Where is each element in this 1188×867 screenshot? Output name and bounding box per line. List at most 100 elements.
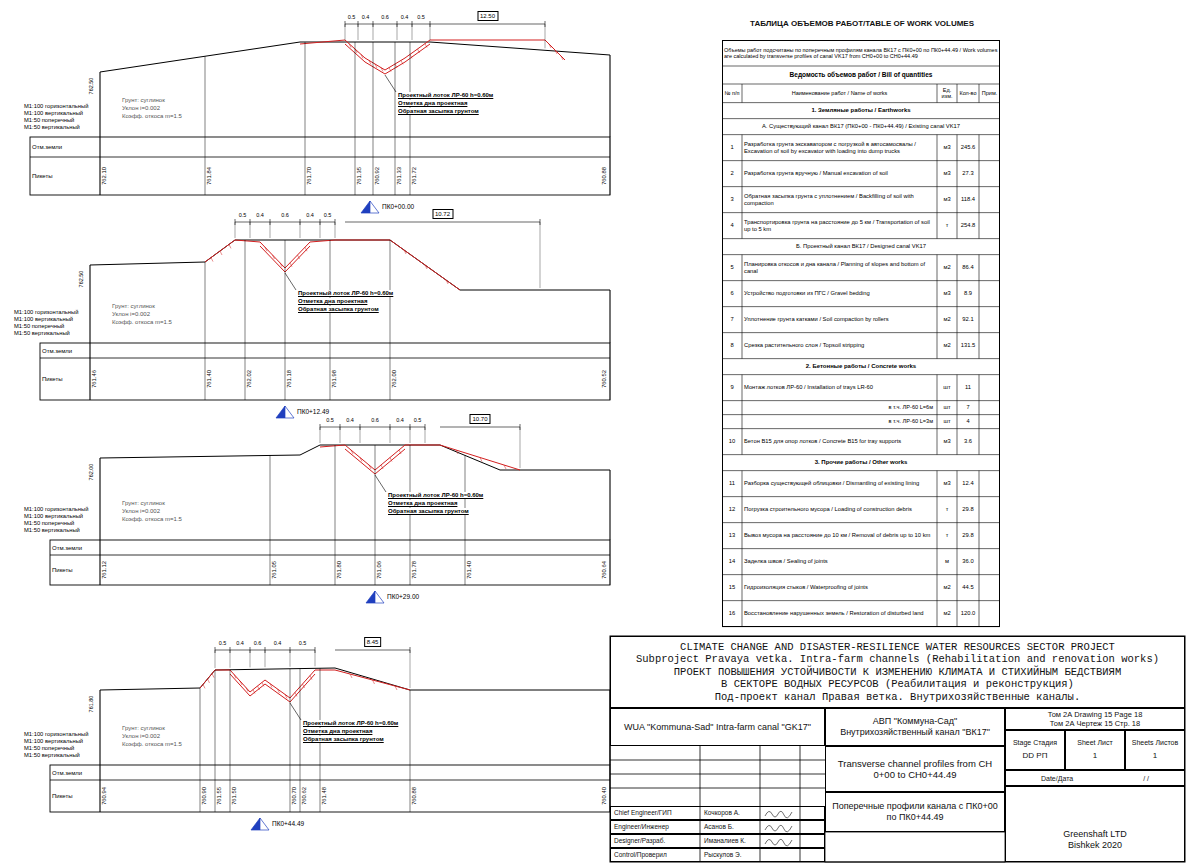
dimension-extension bbox=[215, 650, 216, 668]
table-line bbox=[742, 429, 743, 455]
design-channel-line bbox=[230, 674, 315, 702]
item-number: 4 bbox=[723, 222, 741, 229]
station-value: 761.55 bbox=[217, 787, 223, 805]
item-number: 1 bbox=[723, 144, 741, 151]
cell-value: 1 bbox=[1153, 751, 1157, 761]
table-line bbox=[957, 575, 958, 601]
table-line bbox=[957, 161, 958, 187]
dimension-value: 0.4 bbox=[256, 213, 264, 219]
table-line bbox=[722, 374, 1000, 375]
soil-note: Коэфф. откоса m=1.5 bbox=[112, 319, 172, 326]
station-line bbox=[610, 470, 611, 540]
dimension-extension bbox=[520, 427, 521, 468]
item-name: Планировка откосов и дна канала / Planni… bbox=[744, 261, 935, 274]
dimension-box: 10.70 bbox=[469, 414, 490, 424]
lining-hatch bbox=[295, 692, 297, 696]
table-line bbox=[979, 601, 980, 627]
profile-border bbox=[100, 72, 101, 137]
design-channel-line bbox=[200, 670, 410, 698]
design-channel-line bbox=[345, 44, 430, 74]
station-line bbox=[90, 343, 91, 400]
station-value: 760.62 bbox=[302, 787, 308, 805]
item-quantity: 118.4 bbox=[958, 196, 978, 203]
item-quantity: 131.5 bbox=[958, 342, 978, 349]
item-quantity: 4 bbox=[958, 418, 978, 424]
lining-hatch bbox=[425, 44, 427, 48]
section-label: ПК0+12.49 bbox=[297, 408, 329, 415]
station-line bbox=[390, 343, 391, 400]
table-line bbox=[937, 429, 938, 455]
table-line bbox=[722, 522, 1000, 523]
lining-hatch bbox=[265, 247, 267, 251]
station-line bbox=[335, 540, 336, 585]
profile-data-table bbox=[50, 780, 610, 781]
item-number: 15 bbox=[723, 584, 741, 591]
signature-row: Designer/Разраб.Иманалиев К. bbox=[610, 834, 825, 848]
profile-data-table bbox=[100, 765, 101, 812]
row-header: Отм.земли bbox=[52, 769, 82, 776]
section-marker bbox=[251, 818, 260, 830]
station-line bbox=[215, 765, 216, 812]
station-line bbox=[610, 540, 611, 585]
sheets-cell: Sheets Листов1 bbox=[1125, 730, 1185, 770]
item-name: Уплотнение грунта катками / Soil compact… bbox=[744, 316, 935, 323]
dimension-extension bbox=[373, 24, 374, 40]
station-line bbox=[410, 137, 411, 195]
column-header: Наименование работ / Name of works bbox=[743, 90, 936, 96]
title-block-frame bbox=[610, 636, 1185, 862]
table-line bbox=[957, 135, 958, 161]
station-line bbox=[395, 137, 396, 195]
profile-data-table bbox=[90, 343, 91, 400]
station-line bbox=[285, 240, 286, 343]
volume-cell: Том 2А Drawing 15 Page 18Том 2А Чертеж 1… bbox=[1005, 708, 1185, 730]
station-line bbox=[465, 540, 466, 585]
cell-value: DD РП bbox=[1023, 751, 1048, 761]
soil-note: Грунт: суглинок bbox=[122, 97, 165, 104]
callout-note: Обратная засыпка грунтом bbox=[297, 306, 380, 313]
title-block-line bbox=[825, 832, 1005, 862]
lining-hatch bbox=[351, 450, 353, 454]
callout-note: Отметка дна проектная bbox=[297, 298, 368, 305]
table-line bbox=[979, 84, 980, 103]
station-line bbox=[300, 669, 301, 765]
table-line bbox=[937, 213, 938, 239]
cell-text: Stage Стадия bbox=[1013, 739, 1057, 747]
elevation-value: 761.80 bbox=[89, 696, 95, 713]
row-header: Отм.земли bbox=[42, 347, 72, 354]
station-value: 761.50 bbox=[232, 787, 238, 805]
scale-note: М1:50 вертикальный bbox=[24, 752, 80, 759]
station-line bbox=[100, 540, 101, 585]
item-quantity: 254.8 bbox=[958, 222, 978, 229]
section-marker bbox=[370, 201, 379, 213]
station-value: 761.18 bbox=[287, 370, 293, 388]
dimension-value: 0.5 bbox=[414, 418, 422, 424]
item-name: Монтаж лотков ЛР-60 / Installation of tr… bbox=[744, 384, 935, 391]
dimension-extension bbox=[340, 427, 341, 443]
section-marker bbox=[285, 406, 294, 418]
lining-hatch bbox=[305, 247, 307, 251]
item-number: 10 bbox=[723, 438, 741, 445]
table-line bbox=[722, 118, 1000, 119]
profile-border bbox=[100, 458, 101, 540]
lining-hatch bbox=[258, 686, 260, 690]
table-line bbox=[957, 333, 958, 359]
row-header: Отм.земли bbox=[52, 544, 82, 551]
lining-hatch bbox=[549, 44, 551, 48]
table-line bbox=[722, 358, 1000, 359]
lining-hatch bbox=[381, 465, 383, 469]
table-line bbox=[957, 213, 958, 239]
cell-text: АВП "Коммуна-Сад" Внутрихозяйственный ка… bbox=[828, 716, 1002, 738]
table-line bbox=[979, 575, 980, 601]
role-text: Designer/Разраб. bbox=[614, 835, 665, 847]
station-value: 762.00 bbox=[392, 370, 398, 388]
dimension-value: 0.5 bbox=[299, 641, 307, 647]
dimension-extension bbox=[540, 222, 541, 288]
item-unit: м2 bbox=[938, 584, 956, 591]
table-line bbox=[957, 187, 958, 213]
lining-hatch bbox=[285, 694, 287, 698]
dimension-value: 0.6 bbox=[381, 15, 389, 21]
callout-note: Проектный лоток ЛР-60 h=0.60м bbox=[302, 720, 399, 727]
lining-hatch bbox=[229, 244, 231, 248]
item-unit: т bbox=[938, 506, 956, 513]
scale-note: М1:50 вертикальный bbox=[24, 124, 80, 131]
